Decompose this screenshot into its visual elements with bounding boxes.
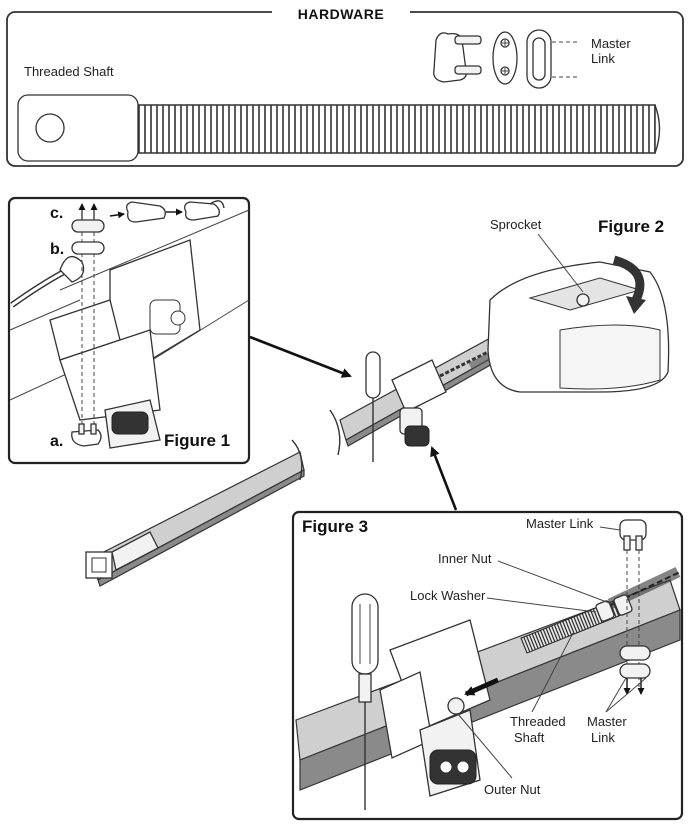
sprocket-label: Sprocket — [490, 217, 542, 232]
figure3-master-link-label-line1: Master — [587, 714, 627, 729]
figure3-title: Figure 3 — [302, 517, 368, 536]
hardware-panel: HARDWARE Threaded Shaft Master — [6, 4, 684, 167]
figure1-step-a: a. — [50, 433, 63, 450]
figure2-title: Figure 2 — [598, 217, 664, 236]
figure1-step-b: b. — [50, 241, 64, 258]
figure3-outer-nut-label: Outer Nut — [484, 782, 541, 797]
master-link-label-line2: Link — [591, 51, 615, 66]
figure3-lock-washer-label: Lock Washer — [410, 588, 486, 603]
main-assembly-illustration — [85, 255, 670, 587]
figure3-callout-arrow — [430, 446, 458, 511]
figure3-panel — [291, 510, 684, 821]
master-link-label-line1: Master — [591, 36, 631, 51]
figure3-master-link-label-line2: Link — [591, 730, 615, 745]
figure3-master-link-top-label: Master Link — [526, 516, 594, 531]
figure1-title: Figure 1 — [164, 431, 230, 450]
figure3-threaded-shaft-label-line1: Threaded — [510, 714, 566, 729]
figure3-inner-nut-label: Inner Nut — [438, 551, 492, 566]
figure1-step-c: c. — [50, 205, 63, 222]
threaded-shaft-illustration — [17, 94, 661, 162]
threaded-shaft-label: Threaded Shaft — [24, 64, 114, 79]
master-link-illustration — [433, 29, 580, 89]
figure1-panel — [7, 196, 251, 465]
figure3-threaded-shaft-label-line2: Shaft — [514, 730, 545, 745]
figure1-callout-arrow — [249, 335, 352, 378]
sprocket-leader-line — [537, 233, 584, 293]
hardware-title: HARDWARE — [298, 6, 384, 22]
